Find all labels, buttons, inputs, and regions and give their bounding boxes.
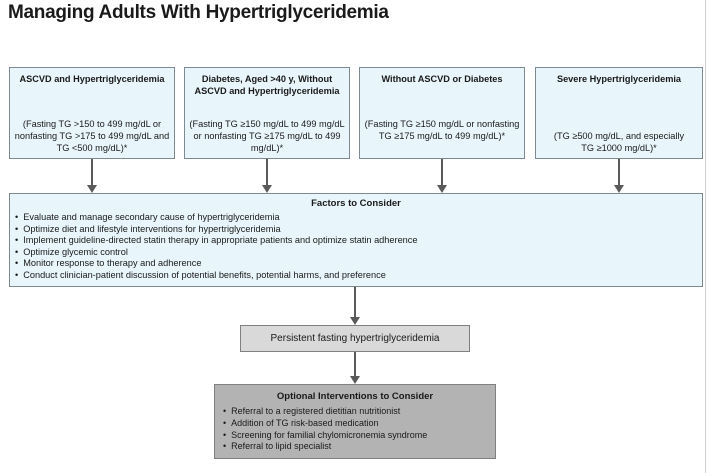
box-severe-heading: Severe Hypertriglyceridemia xyxy=(556,74,682,84)
list-item: Optimize diet and lifestyle intervention… xyxy=(15,224,418,236)
arrow-down-icon xyxy=(350,352,360,384)
list-item: Referral to a registered dietitian nutri… xyxy=(223,406,427,418)
persistent-box: Persistent fasting hypertriglyceridemia xyxy=(240,325,470,352)
box-without-ascvd: Without ASCVD or Diabetes (Fasting TG ≥1… xyxy=(359,67,525,159)
list-item: Implement guideline-directed statin ther… xyxy=(15,235,417,247)
factors-heading: Factors to Consider xyxy=(311,198,401,209)
box-ascvd: ASCVD and Hypertriglyceridemia (Fasting … xyxy=(9,67,175,159)
box-severe: Severe Hypertriglyceridemia (TG ≥500 mg/… xyxy=(535,67,703,159)
box-without-ascvd-heading: Without ASCVD or Diabetes xyxy=(381,74,503,84)
box-without-ascvd-criteria: (Fasting TG ≥150 mg/dL or nonfasting TG … xyxy=(364,119,520,141)
box-severe-criteria: (TG ≥500 mg/dL, and especially TG ≥1000 … xyxy=(553,131,685,153)
box-ascvd-heading: ASCVD and Hypertriglyceridemia xyxy=(19,74,165,84)
arrow-down-icon xyxy=(614,159,624,193)
optional-list: Referral to a registered dietitian nutri… xyxy=(223,406,427,453)
list-item: Conduct clinician-patient discussion of … xyxy=(15,270,418,282)
list-item: Referral to lipid specialist xyxy=(223,441,427,453)
list-item: Monitor response to therapy and adherenc… xyxy=(15,258,418,270)
page-title: Managing Adults With Hypertriglyceridemi… xyxy=(8,2,389,23)
arrow-down-icon xyxy=(87,159,97,193)
page-edge-divider xyxy=(705,0,706,473)
optional-heading: Optional Interventions to Consider xyxy=(276,391,434,402)
factors-list: Evaluate and manage secondary cause of h… xyxy=(15,212,418,282)
arrow-down-icon xyxy=(437,159,447,193)
arrow-down-icon xyxy=(350,287,360,325)
factors-box: Factors to Consider Evaluate and manage … xyxy=(9,193,703,287)
optional-box: Optional Interventions to Consider Refer… xyxy=(214,384,496,459)
box-ascvd-criteria: (Fasting TG >150 to 499 mg/dL or nonfast… xyxy=(14,119,170,153)
list-item: Optimize glycemic control xyxy=(15,247,418,259)
box-diabetes-heading: Diabetes, Aged >40 y, Without ASCVD and … xyxy=(194,74,340,96)
box-diabetes: Diabetes, Aged >40 y, Without ASCVD and … xyxy=(184,67,350,159)
list-item: Screening for familial chylomicronemia s… xyxy=(223,430,427,442)
list-item: Evaluate and manage secondary cause of h… xyxy=(15,212,418,224)
box-diabetes-criteria: (Fasting TG ≥150 mg/dL to 499 mg/dL or n… xyxy=(189,119,345,153)
list-item: Addition of TG risk-based medication xyxy=(223,418,427,430)
arrow-down-icon xyxy=(262,159,272,193)
